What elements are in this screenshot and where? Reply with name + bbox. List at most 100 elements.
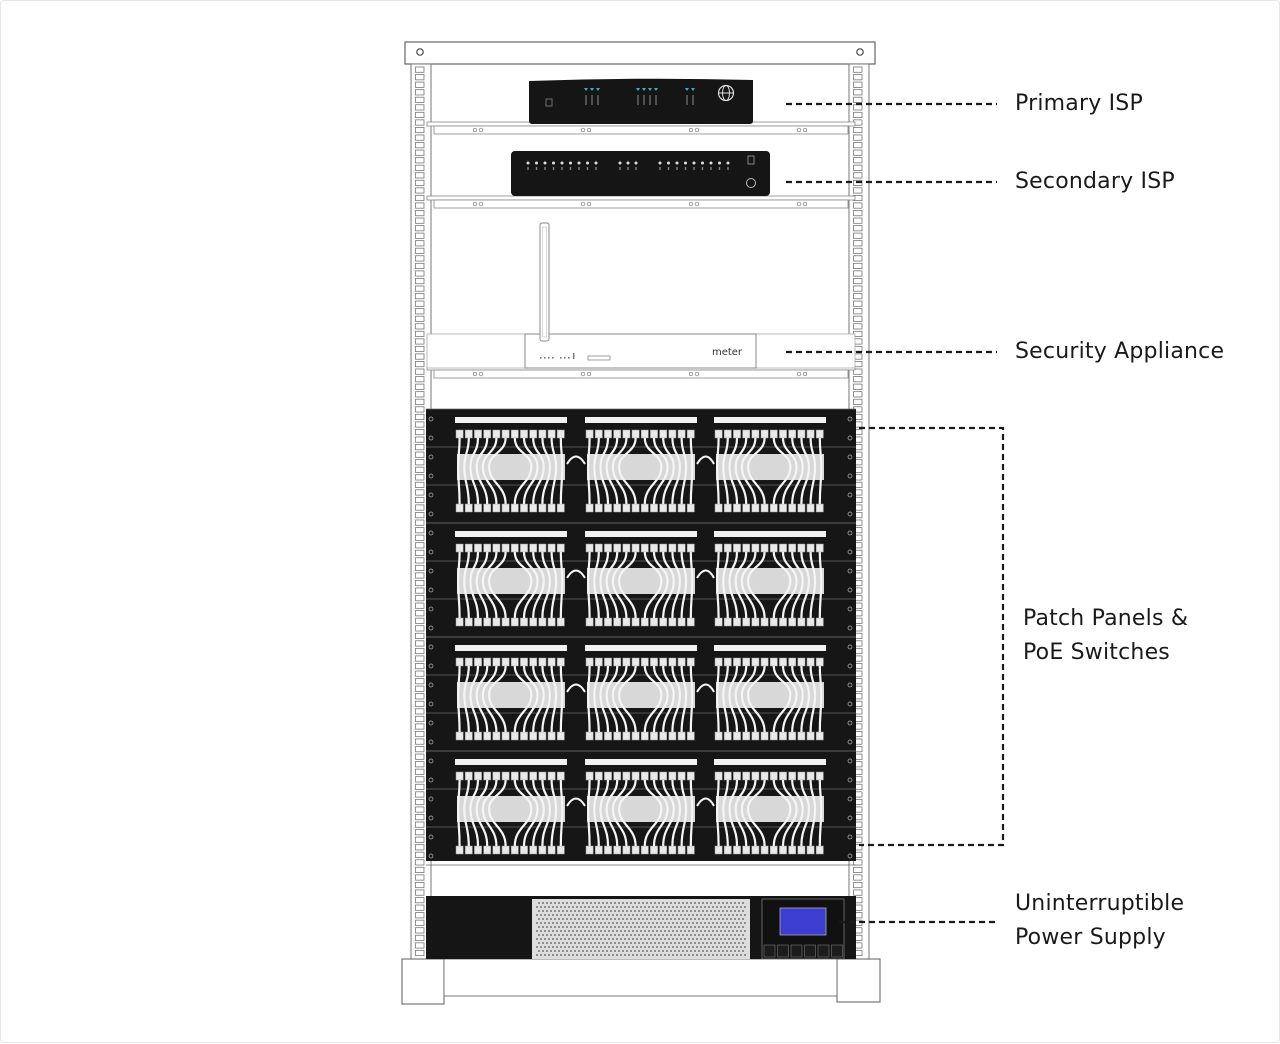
patch-cable	[611, 779, 628, 810]
vent-hole	[626, 942, 628, 944]
vent-hole	[578, 902, 580, 904]
vent-hole	[582, 926, 584, 928]
vent-hole	[598, 934, 600, 936]
vent-hole	[560, 930, 562, 932]
patch-cable	[716, 694, 720, 733]
patch-port	[751, 429, 760, 439]
led-label	[619, 167, 621, 170]
vent-hole	[672, 914, 674, 916]
switch-port	[520, 731, 528, 741]
patch-cable	[550, 466, 558, 505]
vent-hole	[560, 954, 562, 956]
vent-hole	[566, 918, 568, 920]
vent-hole	[670, 950, 672, 952]
patch-cables	[716, 551, 823, 619]
vent-hole	[628, 946, 630, 948]
vent-hole	[602, 926, 604, 928]
shelf-hole	[580, 201, 586, 207]
vent-hole	[612, 930, 614, 932]
vent-hole	[608, 930, 610, 932]
switch-port	[547, 731, 556, 741]
status-led	[552, 161, 555, 165]
shelf-hole	[796, 201, 802, 207]
switch-band	[457, 454, 565, 480]
port-dot	[540, 357, 542, 359]
switch-port	[806, 845, 815, 855]
vent-hole	[640, 954, 642, 956]
vent-hole	[696, 922, 698, 924]
patch-cable	[740, 437, 757, 468]
vent-hole	[678, 926, 680, 928]
vent-hole	[572, 914, 574, 916]
led-label	[659, 167, 661, 170]
label-strip	[585, 531, 697, 537]
patch-cable	[457, 466, 461, 505]
led-label	[627, 167, 629, 170]
vent-hole	[662, 934, 664, 936]
patch-port	[723, 429, 732, 439]
patch-port	[659, 429, 668, 439]
vent-hole	[712, 914, 714, 916]
patch-cable	[680, 437, 688, 468]
status-led	[584, 88, 588, 91]
vent-hole	[562, 902, 564, 904]
vent-hole	[586, 910, 588, 912]
rack-hole	[415, 134, 425, 141]
rack-hole	[853, 293, 863, 300]
patch-port	[631, 771, 640, 781]
vent-hole	[638, 910, 640, 912]
patch-cable	[809, 665, 817, 696]
patch-port	[483, 429, 492, 439]
switch-port	[520, 617, 528, 627]
vent-hole	[624, 954, 626, 956]
rack-hole	[415, 632, 425, 639]
vent-hole	[542, 910, 544, 912]
vent-hole	[632, 930, 634, 932]
patch-cable	[593, 808, 600, 847]
mount-hole	[847, 853, 853, 859]
vent-hole	[700, 914, 702, 916]
switch-port	[585, 503, 594, 513]
vent-hole	[544, 906, 546, 908]
patch-cable	[652, 551, 669, 582]
led-label	[701, 167, 704, 170]
vent-hole	[596, 914, 598, 916]
switch-port	[510, 731, 519, 741]
status-led	[543, 161, 547, 165]
shelf-hole	[802, 371, 808, 377]
switch-port	[760, 731, 769, 741]
patch-port	[547, 429, 556, 439]
patch-cable	[550, 437, 558, 468]
rack-hole	[415, 587, 425, 594]
vent-hole	[740, 938, 742, 940]
patch-cable	[818, 437, 823, 468]
vent-hole	[600, 922, 602, 924]
vent-hole	[536, 914, 538, 916]
mount-hole	[847, 473, 853, 479]
mount-hole	[428, 549, 434, 555]
power-button-icon	[746, 178, 756, 188]
patch-unit	[426, 636, 856, 752]
vent-hole	[672, 946, 674, 948]
switch-port	[714, 731, 723, 741]
vent-hole	[676, 914, 678, 916]
vent-hole	[692, 906, 694, 908]
patch-cable	[747, 580, 766, 619]
patch-cable	[488, 551, 507, 582]
vent-hole	[568, 930, 570, 932]
vent-hole	[638, 918, 640, 920]
vent-hole	[628, 906, 630, 908]
patch-cable	[550, 779, 558, 810]
vent-hole	[644, 954, 646, 956]
vent-hole	[552, 938, 554, 940]
switch-port	[779, 731, 787, 741]
patch-cable	[662, 779, 675, 810]
patch-cable	[716, 808, 720, 847]
patch-cable	[643, 580, 663, 619]
shelf-hole	[478, 127, 484, 133]
status-led	[654, 88, 658, 91]
vent-hole	[622, 918, 624, 920]
vent-hole	[604, 914, 606, 916]
patch-port	[622, 771, 631, 781]
patch-port	[529, 771, 538, 781]
